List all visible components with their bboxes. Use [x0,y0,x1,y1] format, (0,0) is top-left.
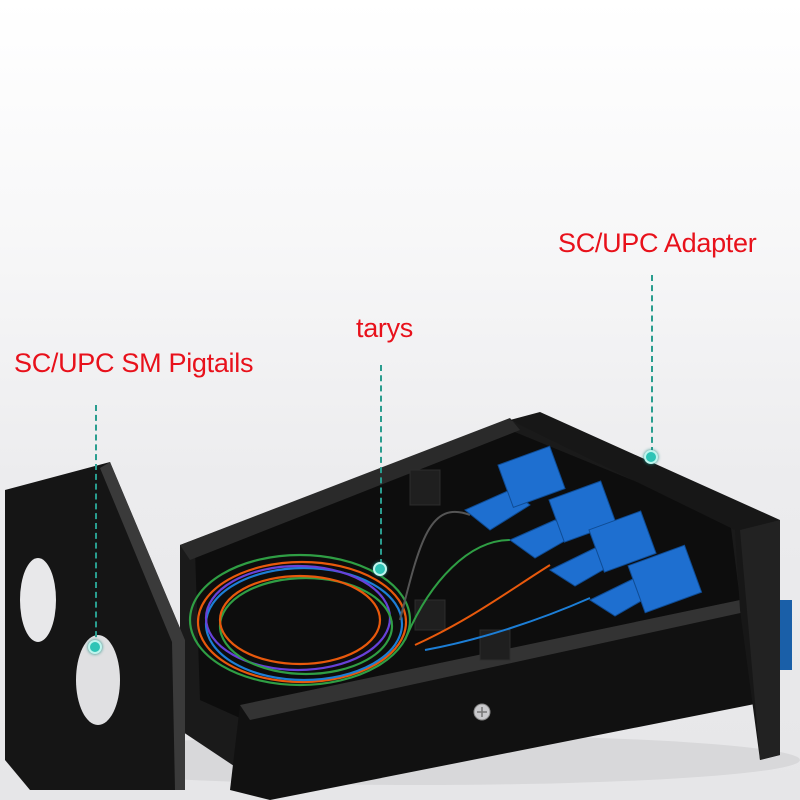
trays-leader-line [380,365,382,565]
adapter-leader-line [651,275,653,453]
pigtails-leader-line [95,405,97,647]
trays-label: tarys [356,313,414,343]
pigtails-marker-dot [88,640,102,654]
trays-marker-dot [373,562,387,576]
adapter-marker-dot [644,450,658,464]
pigtails-label: SC/UPC SM Pigtails [14,348,254,378]
adapter-label: SC/UPC Adapter [558,228,757,258]
